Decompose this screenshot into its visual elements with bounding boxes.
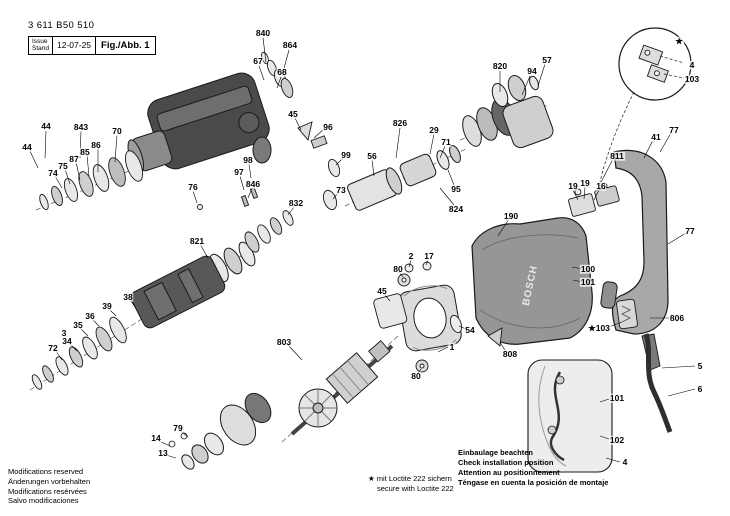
modifications-line: Salvo modificaciones bbox=[8, 496, 79, 506]
brush-holder-parts bbox=[568, 182, 638, 330]
loctite-note: ★ mit Loctite 222 sichern secure with Lo… bbox=[368, 474, 454, 494]
axis-lines bbox=[29, 104, 549, 443]
side-view-drawing bbox=[527, 359, 613, 473]
clutch-group bbox=[462, 74, 554, 149]
installation-line: Attention au positionnement bbox=[458, 468, 560, 478]
trigger-drawing bbox=[600, 281, 618, 309]
issue-label: Issue bbox=[32, 38, 48, 45]
modifications-note: Modifications reserved Änderungen vorbeh… bbox=[8, 467, 90, 506]
part-number: 3 611 B50 510 bbox=[28, 20, 95, 31]
spindle-chain bbox=[31, 241, 256, 390]
power-cord-drawing bbox=[641, 333, 673, 433]
installation-note: Einbaulage beachten Check installation p… bbox=[458, 448, 608, 489]
loctite-line: ★ mit Loctite 222 sichern bbox=[368, 474, 452, 483]
issue-stand-labels: Issue Stand bbox=[29, 37, 53, 54]
piston-group bbox=[347, 145, 461, 211]
modifications-line: Änderungen vorbehalten bbox=[8, 476, 91, 486]
motor-housing-drawing: BOSCH bbox=[471, 217, 593, 345]
ring-stack-832 bbox=[244, 210, 294, 253]
misc-small-parts bbox=[197, 121, 503, 373]
modifications-line: Modifications resérvées bbox=[8, 486, 87, 496]
stator-drawing bbox=[373, 284, 462, 352]
issue-box: Issue Stand 12-07-25 Fig./Abb. 1 bbox=[28, 36, 156, 55]
handle-drawing bbox=[600, 150, 669, 335]
issue-date: 12-07-25 bbox=[53, 37, 97, 54]
bearing-flange-parts bbox=[168, 392, 272, 470]
installation-line: Téngase en cuenta la posición de montaje bbox=[458, 478, 609, 488]
stand-label: Stand bbox=[32, 45, 49, 53]
installation-line: Einbaulage beachten bbox=[458, 448, 534, 457]
loctite-line: secure with Loctite 222 bbox=[377, 484, 454, 494]
armature-drawing bbox=[290, 340, 394, 436]
installation-line: Check installation position bbox=[458, 458, 554, 468]
figure-label: Fig./Abb. 1 bbox=[101, 39, 150, 51]
ring-stack-upper-left bbox=[39, 150, 144, 211]
title-block: 3 611 B50 510 Issue Stand 12-07-25 Fig./… bbox=[28, 20, 156, 55]
modifications-line: Modifications reserved bbox=[8, 467, 84, 476]
